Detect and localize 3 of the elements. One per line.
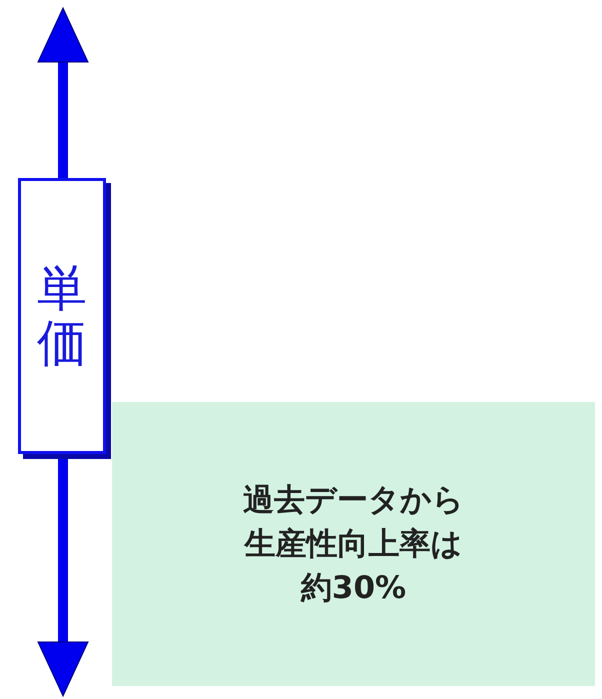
note-panel [112,402,595,686]
note-text: 過去データから生産性向上率は約30% [242,481,465,608]
axis-label: 単価 [37,261,87,371]
